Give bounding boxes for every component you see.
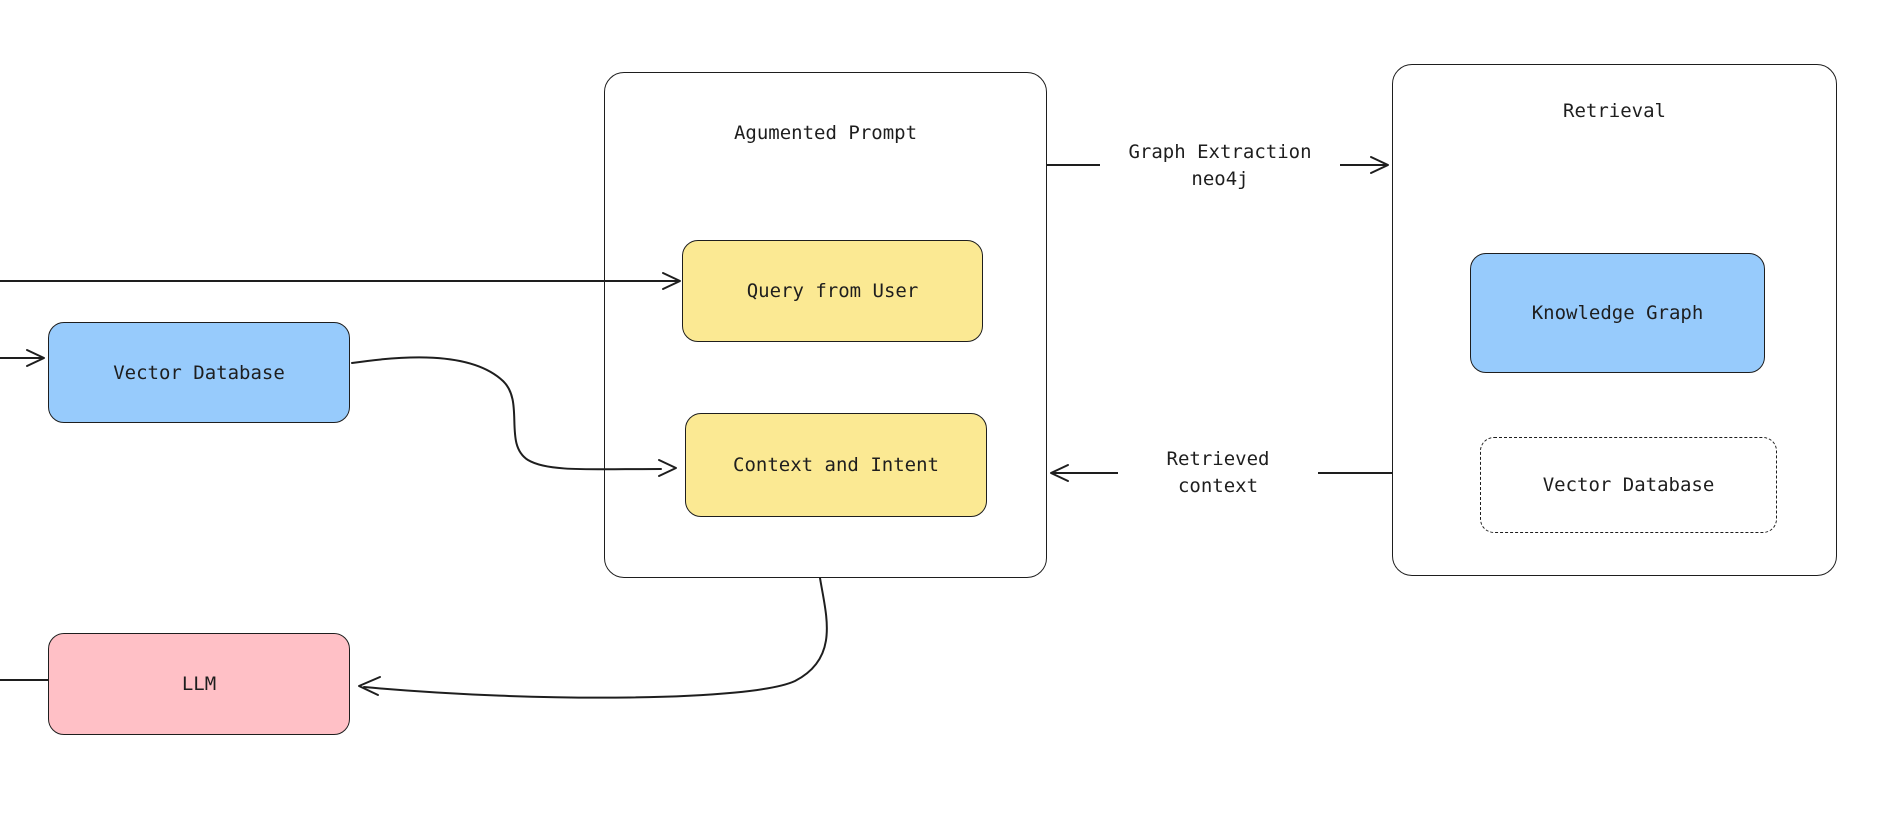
- edge-query-arrowhead: [662, 272, 681, 290]
- retrieval-title: Retrieval: [1563, 100, 1666, 122]
- node-knowledge-graph: Knowledge Graph: [1470, 253, 1765, 373]
- retrieval-container: Retrieval: [1392, 64, 1837, 576]
- node-context-and-intent: Context and Intent: [685, 413, 987, 517]
- edge-prompt-to-llm-arrowhead: [358, 676, 381, 696]
- node-llm-label: LLM: [181, 673, 217, 695]
- edge-label-graph-extraction: Graph Extraction neo4j: [1100, 139, 1340, 193]
- edge-label-graph-extraction-line1: Graph Extraction: [1128, 141, 1312, 163]
- node-query-from-user: Query from User: [682, 240, 983, 342]
- node-llm: LLM: [48, 633, 350, 735]
- node-knowledge-graph-label: Knowledge Graph: [1531, 302, 1704, 324]
- edge-vectordb-to-context-line: [351, 356, 662, 471]
- edge-label-retrieved-context-line2: context: [1177, 475, 1259, 497]
- edge-prompt-to-llm-line: [363, 577, 828, 699]
- edge-label-retrieved-context-line1: Retrieved: [1166, 448, 1270, 470]
- node-vector-database: Vector Database: [48, 322, 350, 423]
- node-context-and-intent-label: Context and Intent: [733, 454, 939, 476]
- edge-graph-extraction-arrowhead: [1370, 156, 1389, 174]
- node-vector-database-dashed-label: Vector Database: [1542, 474, 1715, 496]
- edge-label-retrieved-context: Retrieved context: [1118, 446, 1318, 500]
- node-vector-database-label: Vector Database: [113, 361, 285, 384]
- node-vector-database-dashed: Vector Database: [1480, 437, 1777, 533]
- augmented-prompt-title: Agumented Prompt: [733, 122, 918, 144]
- edge-vectordb-arrowhead: [26, 349, 45, 367]
- edge-retrieved-context-arrowhead: [1050, 464, 1069, 482]
- edge-vectordb-to-context-arrowhead: [658, 459, 677, 477]
- edge-label-graph-extraction-line2: neo4j: [1191, 168, 1249, 190]
- augmented-prompt-container: Agumented Prompt: [604, 72, 1047, 578]
- node-query-from-user-label: Query from User: [746, 280, 919, 302]
